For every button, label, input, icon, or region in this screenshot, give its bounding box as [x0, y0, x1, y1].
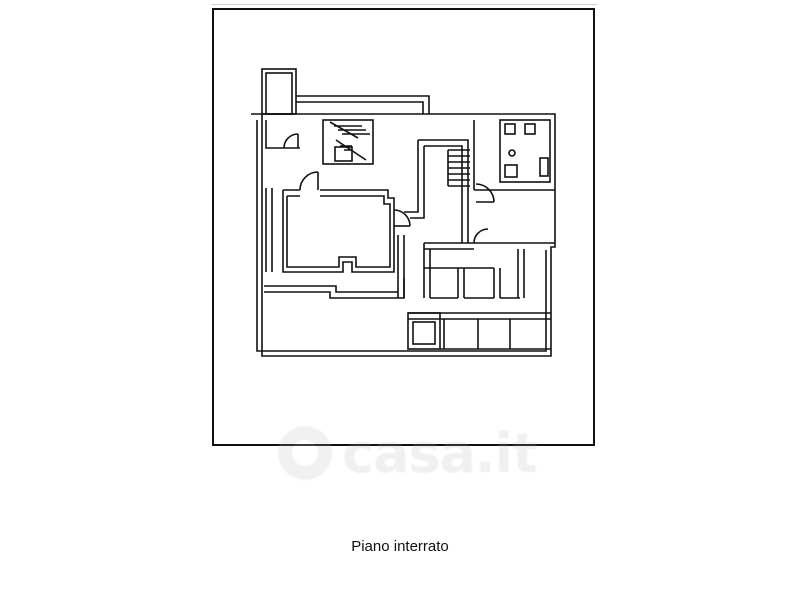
outer-wall: [251, 113, 556, 357]
tower: [261, 68, 297, 115]
terrace-strip-inner: [296, 101, 424, 114]
bath-fixture-1: [504, 123, 516, 135]
terrace-strip: [296, 95, 430, 114]
corridor-right-wall: [397, 235, 405, 298]
door-arc-hall: [299, 171, 319, 191]
garage-box-1: [407, 312, 441, 350]
left-thin-wall: [265, 188, 273, 272]
floor-caption: Piano interrato: [351, 538, 449, 555]
bath-fixture-4: [539, 157, 549, 177]
lower-mid-rooms: [423, 242, 474, 298]
outer-wall-inner: [256, 120, 547, 352]
top-rule: [212, 4, 597, 5]
central-core-left: [404, 140, 425, 219]
main-hall: [282, 189, 395, 273]
right-partition: [517, 249, 525, 298]
bath-fixture-2: [524, 123, 536, 135]
bathroom: [499, 119, 551, 183]
garage-partitions: [443, 319, 511, 349]
door-arc-mid: [473, 228, 489, 244]
tower-inner: [265, 72, 293, 115]
main-hall-inner: [286, 195, 391, 268]
garage-box-1-inner: [412, 321, 436, 345]
bath-fixture-5: [508, 149, 516, 157]
central-core: [418, 139, 469, 243]
door-arc-right: [475, 183, 495, 203]
lower-mid-partition: [424, 267, 501, 298]
right-room: [473, 120, 555, 244]
stair-steps: [329, 121, 370, 161]
central-stairs: [447, 149, 470, 187]
drawing-frame: [212, 8, 595, 446]
wall-top-left: [265, 120, 300, 149]
stair-box: [322, 119, 374, 165]
bath-fixture-3: [504, 164, 518, 178]
lower-corridor: [264, 278, 405, 299]
garage-top: [408, 312, 551, 320]
door-arc-1: [283, 133, 299, 149]
stair-landing: [334, 146, 353, 162]
door-arc-2: [393, 209, 411, 227]
